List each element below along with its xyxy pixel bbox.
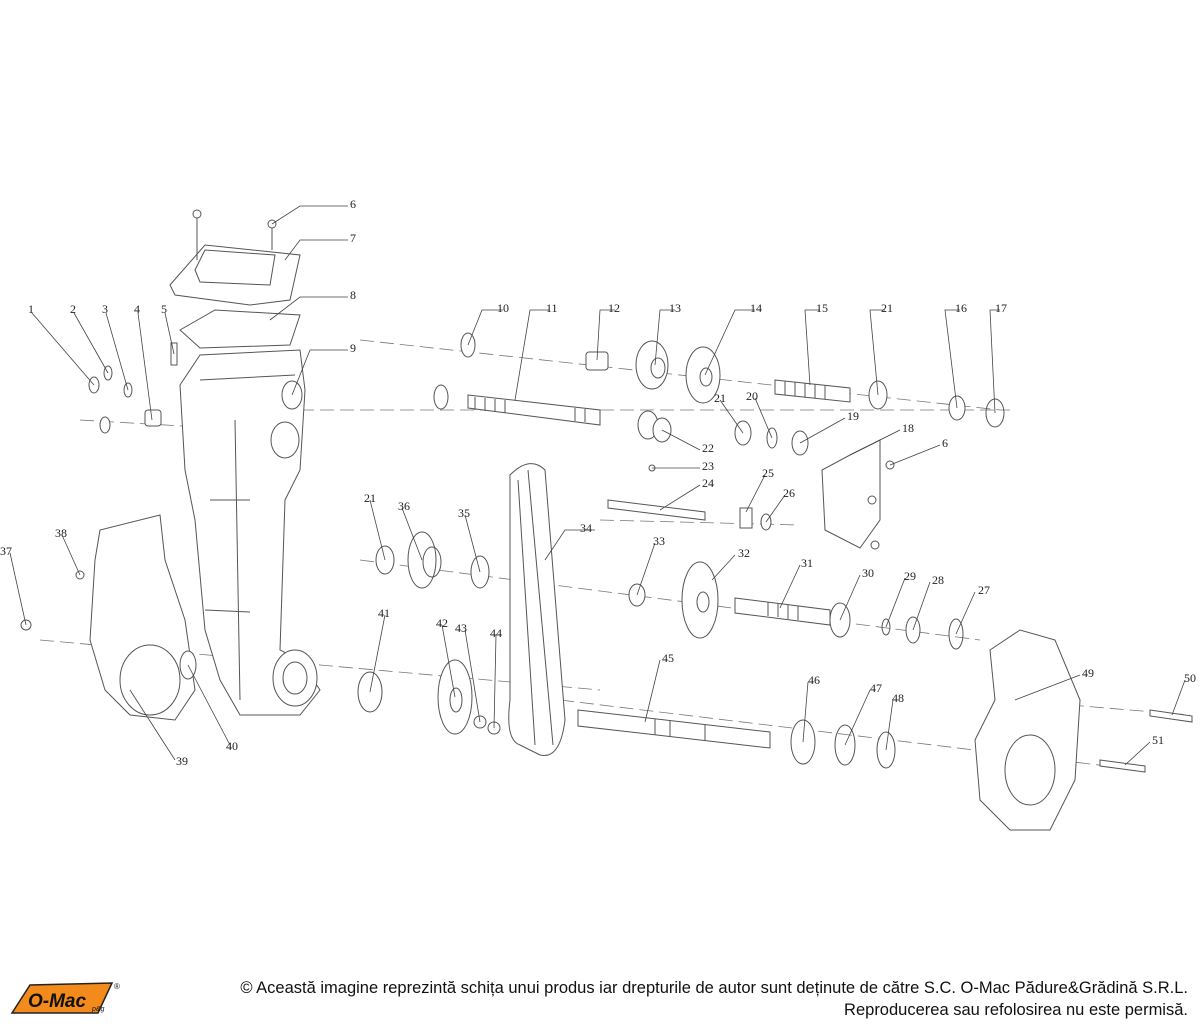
part-label: 26 bbox=[783, 486, 795, 500]
part-label: 28 bbox=[932, 573, 944, 587]
part-label: 16 bbox=[955, 301, 967, 315]
part-label: 17 bbox=[995, 301, 1007, 315]
part-label: 43 bbox=[455, 621, 467, 635]
part-label: 2 bbox=[70, 302, 76, 316]
top-cover bbox=[169, 209, 301, 349]
part-label: 40 bbox=[226, 739, 238, 753]
gearbox-housing bbox=[179, 349, 321, 716]
part-label: 8 bbox=[350, 288, 356, 302]
copyright-line-1: © Această imagine reprezintă schița unui… bbox=[240, 979, 1188, 997]
part-label: 44 bbox=[490, 626, 502, 640]
part-label: 45 bbox=[662, 651, 674, 665]
left-cover bbox=[20, 514, 197, 721]
part-label: 24 bbox=[702, 476, 714, 490]
side-gasket bbox=[821, 439, 895, 550]
middle-shaft bbox=[607, 464, 772, 531]
gear-set-upper bbox=[635, 340, 721, 443]
gear-set-lower bbox=[628, 561, 964, 650]
footer: O-Mac ® p&g © Această imagine reprezintă… bbox=[0, 965, 1200, 1030]
part-label: 29 bbox=[904, 569, 916, 583]
part-label: 9 bbox=[350, 341, 356, 355]
part-label: 50 bbox=[1184, 671, 1196, 685]
part-label: 49 bbox=[1082, 666, 1094, 680]
part-label: 46 bbox=[808, 673, 820, 687]
part-label: 48 bbox=[892, 691, 904, 705]
part-label: 19 bbox=[847, 409, 859, 423]
part-label: 1 bbox=[28, 302, 34, 316]
part-label: 36 bbox=[398, 499, 410, 513]
part-label: 18 bbox=[902, 421, 914, 435]
part-label: 14 bbox=[750, 301, 762, 315]
part-label: 34 bbox=[580, 521, 592, 535]
part-label: 21 bbox=[364, 491, 376, 505]
part-label: 3 bbox=[102, 302, 108, 316]
part-label: 30 bbox=[862, 566, 874, 580]
lower-shaft-group bbox=[357, 659, 771, 749]
part-label: 15 bbox=[816, 301, 828, 315]
part-label: 21 bbox=[714, 391, 726, 405]
part-label: 6 bbox=[350, 197, 356, 211]
copyright-line-2: Reproducerea sau refolosirea nu este per… bbox=[844, 1001, 1188, 1019]
right-upper-shaft bbox=[734, 379, 1005, 456]
logo-text: O-Mac bbox=[28, 991, 87, 1012]
part-label: 6 bbox=[942, 436, 948, 450]
logo-registered: ® bbox=[114, 982, 120, 991]
part-label: 11 bbox=[546, 301, 558, 315]
part-label: 10 bbox=[497, 301, 509, 315]
part-label: 7 bbox=[350, 231, 356, 245]
part-label: 13 bbox=[669, 301, 681, 315]
part-label: 21 bbox=[881, 301, 893, 315]
part-label: 25 bbox=[762, 466, 774, 480]
part-label: 47 bbox=[870, 681, 882, 695]
copyright-notice: © Această imagine reprezintă schița unui… bbox=[138, 977, 1188, 1021]
part-label: 38 bbox=[55, 526, 67, 540]
right-cover-group bbox=[790, 629, 1193, 831]
part-label: 22 bbox=[702, 441, 714, 455]
logo-sub: p&g bbox=[91, 1006, 105, 1013]
part-label: 20 bbox=[746, 389, 758, 403]
part-label: 51 bbox=[1152, 733, 1164, 747]
part-label: 4 bbox=[134, 302, 140, 316]
drive-chain bbox=[508, 463, 566, 757]
part-label: 23 bbox=[702, 459, 714, 473]
omac-logo: O-Mac ® p&g bbox=[10, 982, 120, 1014]
upper-shaft-group bbox=[433, 332, 609, 426]
part-labels: 1 2 3 4 5 6 7 8 9 10 11 12 13 14 15 21 1… bbox=[0, 197, 1196, 768]
part-label: 42 bbox=[436, 616, 448, 630]
part-label: 32 bbox=[738, 546, 750, 560]
part-label: 33 bbox=[653, 534, 665, 548]
exploded-parts-diagram: 1 2 3 4 5 6 7 8 9 10 11 12 13 14 15 21 1… bbox=[0, 197, 1196, 831]
part-label: 41 bbox=[378, 606, 390, 620]
part-label: 31 bbox=[801, 556, 813, 570]
part-label: 37 bbox=[0, 544, 12, 558]
part-label: 12 bbox=[608, 301, 620, 315]
part-label: 27 bbox=[978, 583, 990, 597]
part-label: 39 bbox=[176, 754, 188, 768]
part-label: 35 bbox=[458, 506, 470, 520]
part-label: 5 bbox=[161, 302, 167, 316]
leader-lines bbox=[9, 205, 1186, 766]
left-seals bbox=[88, 342, 178, 434]
